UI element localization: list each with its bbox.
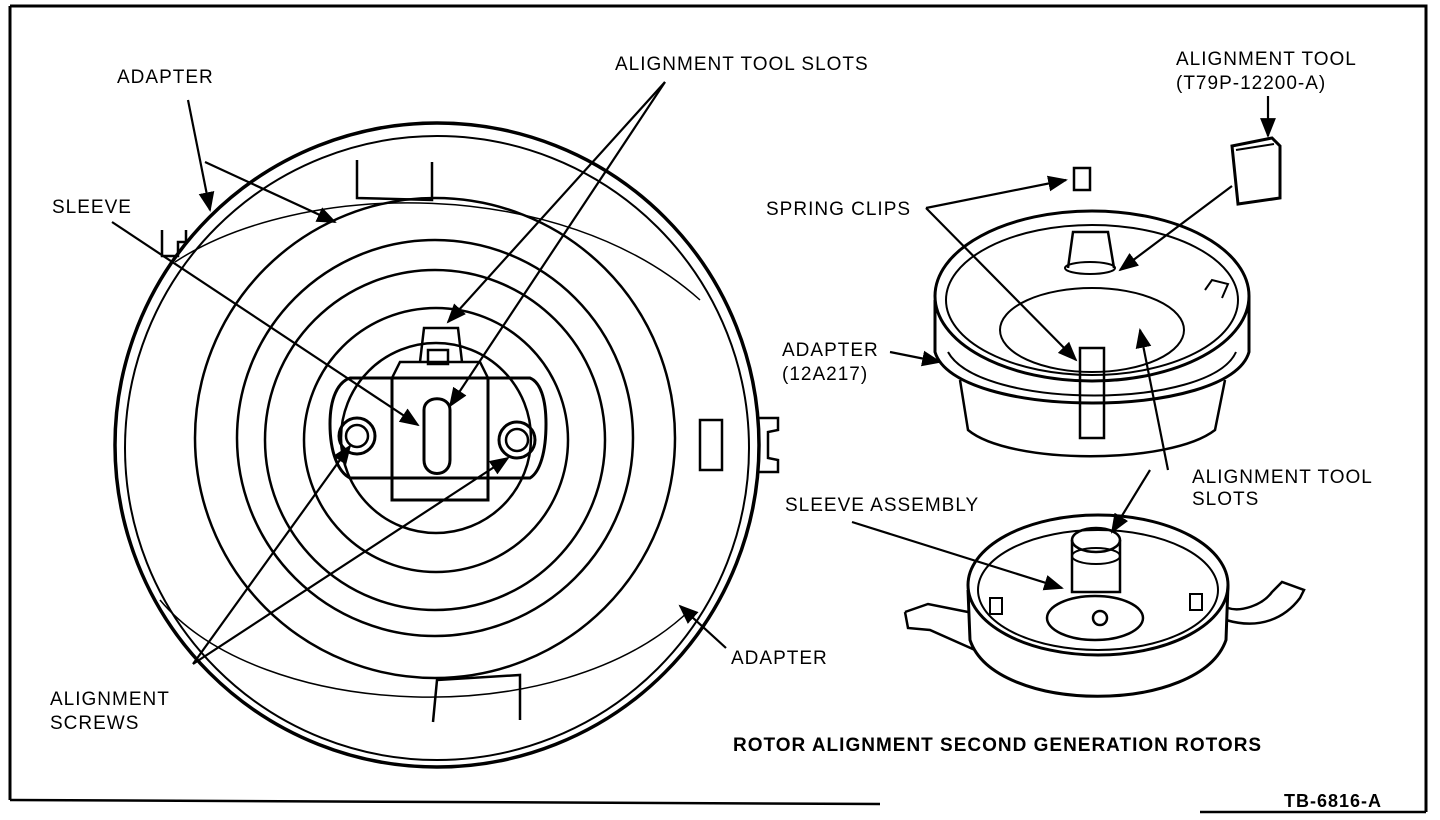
adapter-label-bottom: ADAPTER bbox=[731, 648, 828, 669]
adapter-label-top: ADAPTER bbox=[117, 67, 214, 88]
adapter-12a217-drawing bbox=[933, 166, 1251, 458]
adapter-part-label-line1: ADAPTER bbox=[782, 340, 879, 361]
alignment-screws-label-line2: SCREWS bbox=[50, 713, 140, 734]
figure-caption: ROTOR ALIGNMENT SECOND GENERATION ROTORS bbox=[733, 735, 1263, 756]
alignment-screws-label-line1: ALIGNMENT bbox=[50, 689, 170, 710]
leader-lines bbox=[111, 81, 1276, 665]
figure-border bbox=[8, 4, 1428, 814]
alignment-tool-label-line1: ALIGNMENT TOOL bbox=[1176, 49, 1357, 70]
alignment-tool-slots-label-right-line2: SLOTS bbox=[1192, 489, 1260, 510]
alignment-tool-label-line2: (T79P-12200-A) bbox=[1176, 73, 1327, 94]
adapter-part-label-line2: (12A217) bbox=[782, 364, 869, 385]
sleeve-assembly-label: SLEEVE ASSEMBLY bbox=[785, 495, 980, 516]
sleeve-assembly-drawing bbox=[903, 513, 1306, 698]
alignment-tool-slots-label-top: ALIGNMENT TOOL SLOTS bbox=[615, 54, 869, 75]
adapter-top-view bbox=[113, 121, 780, 769]
sleeve-label: SLEEVE bbox=[52, 197, 132, 218]
alignment-tool-block bbox=[1230, 136, 1282, 206]
alignment-tool-slots-label-right-line1: ALIGNMENT TOOL bbox=[1192, 467, 1373, 488]
figure-id: TB-6816-A bbox=[1284, 791, 1383, 811]
spring-clips-label: SPRING CLIPS bbox=[766, 199, 912, 220]
